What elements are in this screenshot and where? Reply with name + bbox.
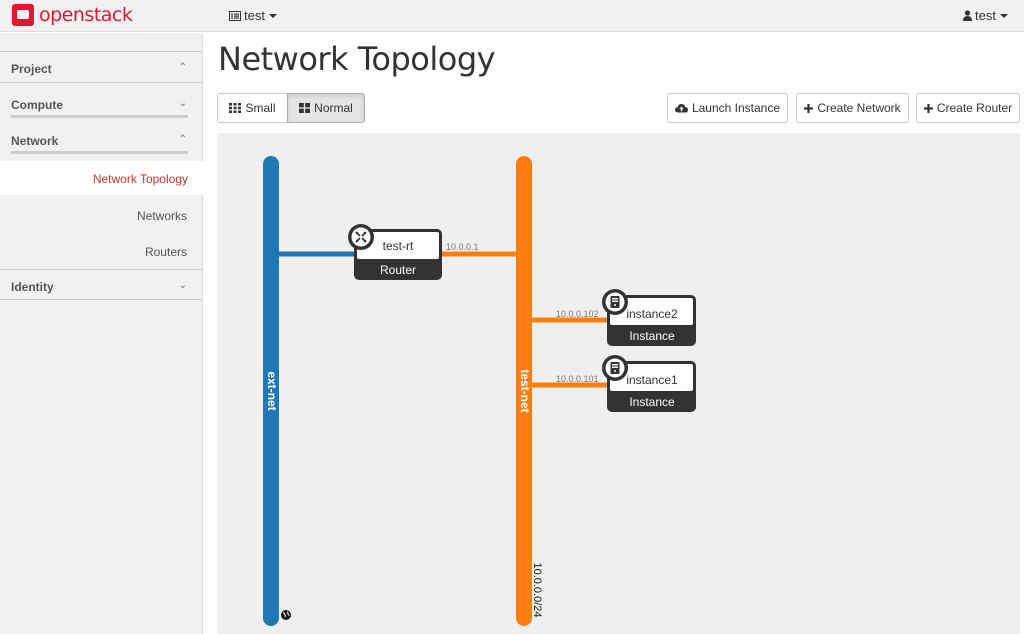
instance-name: instance2 bbox=[626, 307, 678, 321]
sidebar-item-label: Network Topology bbox=[92, 172, 188, 186]
launch-instance-button[interactable]: Launch Instance bbox=[667, 93, 788, 123]
project-dropdown[interactable]: test bbox=[229, 8, 277, 23]
create-network-label: Create Network bbox=[817, 101, 901, 115]
network-name-test-net: test-net bbox=[518, 369, 532, 412]
router-node-test-rt[interactable]: test-rt Router bbox=[348, 224, 442, 280]
network-name-ext-net: ext-net bbox=[265, 371, 279, 410]
brand-name: openstack bbox=[39, 4, 133, 26]
grid-large-icon bbox=[299, 103, 311, 113]
openstack-logo[interactable]: openstack bbox=[12, 3, 133, 27]
caret-down-icon bbox=[268, 13, 277, 18]
sidebar-divider bbox=[0, 299, 202, 300]
sidebar-item-label: Routers bbox=[144, 245, 187, 259]
sidebar-section-label: Compute bbox=[11, 98, 63, 112]
sidebar: Project ⌃ Compute ⌄ Network ⌃ Network To… bbox=[0, 33, 203, 634]
network-bar-test-net[interactable] bbox=[516, 156, 532, 626]
create-network-button[interactable]: Create Network bbox=[796, 93, 909, 123]
top-navbar: openstack test test bbox=[0, 0, 1024, 32]
topology-canvas: ext-net test-net 10.0.0.0/24 10.0.0.1 10… bbox=[217, 133, 1020, 634]
sidebar-item-routers[interactable]: Routers bbox=[0, 234, 202, 268]
create-router-label: Create Router bbox=[936, 101, 1013, 115]
chevron-up-icon: ⌃ bbox=[178, 134, 187, 145]
network-cidr-test-net: 10.0.0.0/24 bbox=[531, 562, 543, 617]
sidebar-underline bbox=[11, 151, 188, 154]
sidebar-section-label: Identity bbox=[11, 280, 54, 294]
sidebar-section-label: Network bbox=[11, 134, 59, 148]
sidebar-section-compute[interactable]: Compute ⌄ bbox=[0, 88, 202, 118]
user-name: test bbox=[975, 8, 996, 23]
page-title: Network Topology bbox=[218, 40, 496, 78]
create-router-button[interactable]: Create Router bbox=[916, 93, 1020, 123]
cloud-upload-icon bbox=[674, 104, 688, 113]
instance-name: instance1 bbox=[626, 373, 678, 387]
router-icon bbox=[348, 224, 374, 250]
caret-down-icon bbox=[1000, 13, 1008, 18]
instance-type-label: Instance bbox=[629, 395, 675, 409]
instance1-ip-label: 10.0.0.101 bbox=[556, 374, 599, 384]
sidebar-section-label: Project bbox=[11, 62, 52, 76]
sidebar-section-network[interactable]: Network ⌃ bbox=[0, 124, 202, 154]
user-icon bbox=[963, 10, 973, 21]
instance-node-instance1[interactable]: instance1 Instance bbox=[602, 355, 696, 412]
instance-type-label: Instance bbox=[629, 329, 675, 343]
view-small-label: Small bbox=[245, 101, 276, 115]
sidebar-divider bbox=[0, 82, 202, 83]
chevron-up-icon: ⌃ bbox=[178, 62, 187, 73]
launch-instance-label: Launch Instance bbox=[691, 101, 781, 115]
grid-small-icon bbox=[229, 103, 242, 113]
sidebar-underline bbox=[11, 115, 188, 118]
view-normal-button[interactable]: Normal bbox=[287, 93, 365, 123]
plus-icon bbox=[804, 103, 814, 113]
list-icon bbox=[229, 10, 241, 21]
instance2-ip-label: 10.0.0.102 bbox=[556, 309, 599, 319]
view-normal-label: Normal bbox=[314, 101, 353, 115]
sidebar-item-label: Networks bbox=[136, 209, 187, 223]
instance-node-instance2[interactable]: instance2 Instance bbox=[602, 289, 696, 346]
topology-svg: ext-net test-net 10.0.0.0/24 10.0.0.1 10… bbox=[263, 156, 696, 626]
network-bar-ext-net[interactable] bbox=[263, 156, 279, 626]
globe-icon bbox=[281, 610, 291, 620]
sidebar-divider bbox=[0, 269, 202, 270]
chevron-down-icon: ⌄ bbox=[178, 280, 187, 291]
server-icon bbox=[602, 289, 628, 315]
sidebar-divider bbox=[0, 51, 202, 52]
router-type-label: Router bbox=[380, 263, 416, 277]
router-ip-label: 10.0.0.1 bbox=[446, 242, 479, 252]
sidebar-section-project[interactable]: Project ⌃ bbox=[0, 52, 202, 82]
project-name: test bbox=[244, 8, 265, 23]
chevron-down-icon: ⌄ bbox=[178, 98, 187, 109]
sidebar-item-networks[interactable]: Networks bbox=[0, 198, 202, 232]
router-name: test-rt bbox=[383, 239, 414, 253]
sidebar-item-network-topology[interactable]: Network Topology bbox=[0, 161, 203, 195]
plus-icon bbox=[923, 103, 933, 113]
user-dropdown[interactable]: test bbox=[963, 8, 1008, 23]
openstack-logo-icon bbox=[12, 4, 34, 26]
sidebar-section-identity[interactable]: Identity ⌄ bbox=[0, 270, 202, 300]
view-small-button[interactable]: Small bbox=[217, 93, 288, 123]
server-icon bbox=[602, 355, 628, 381]
